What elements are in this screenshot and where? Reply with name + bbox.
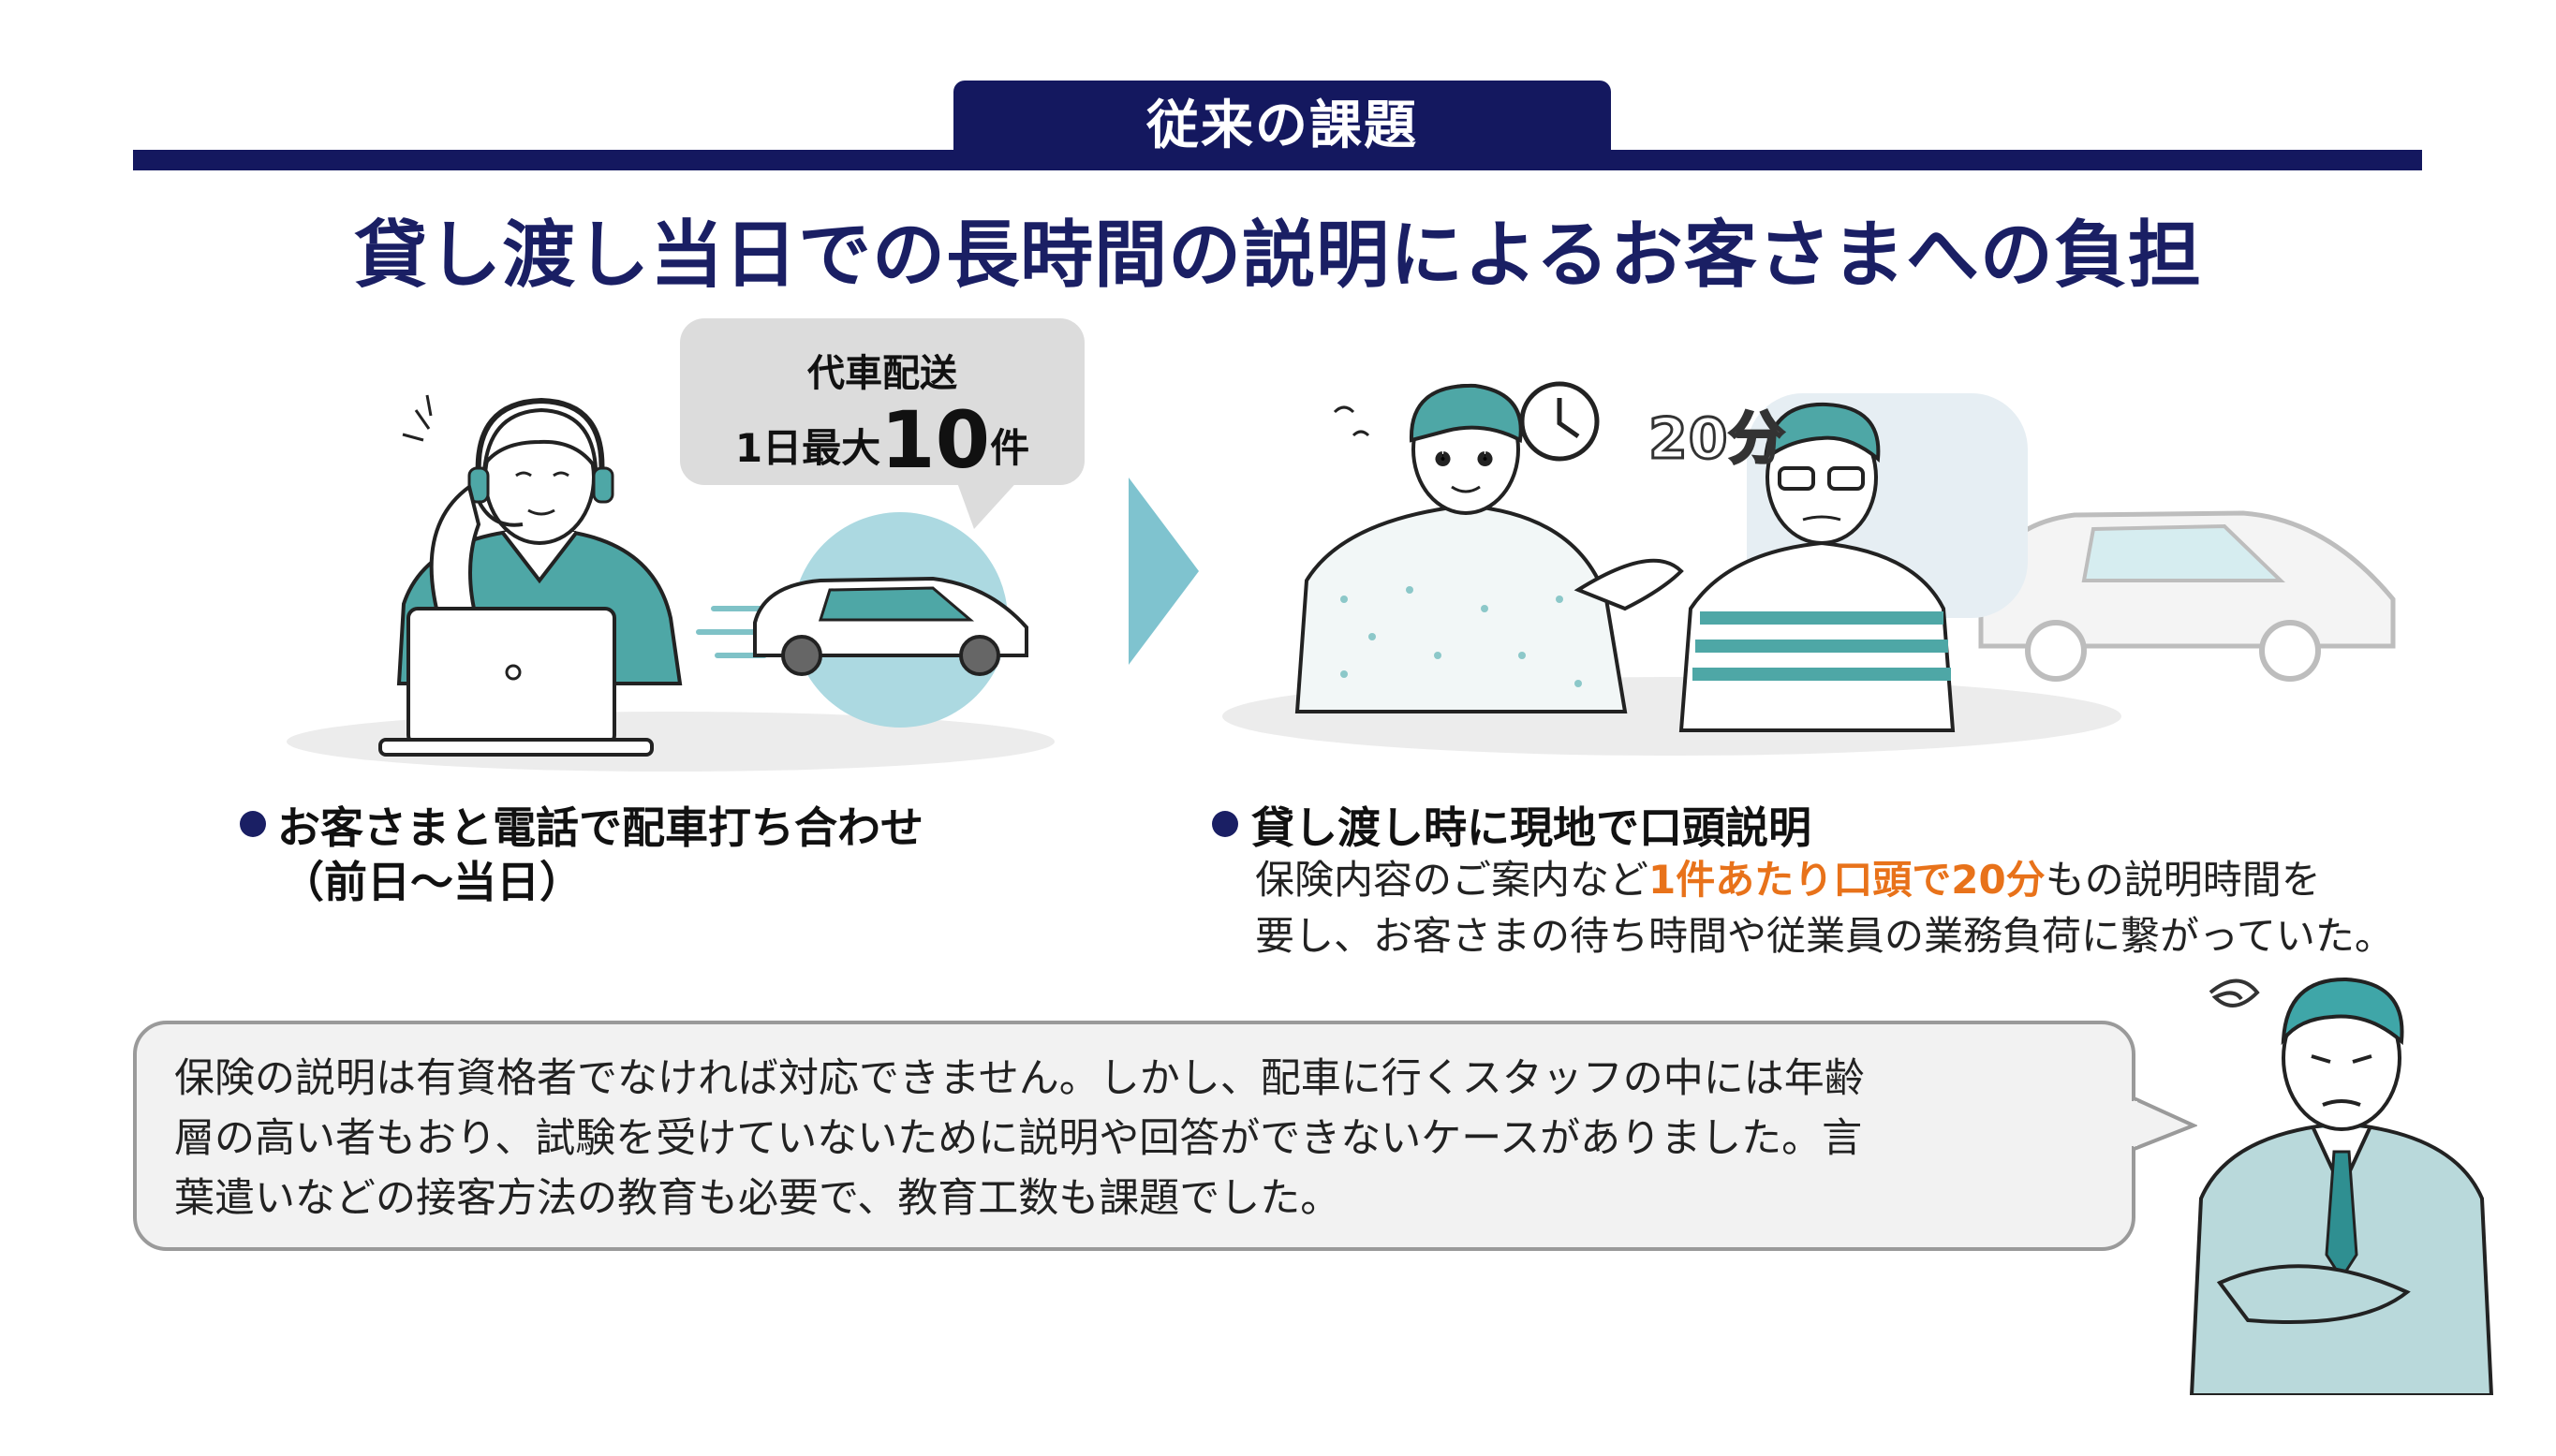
operator-illustration (287, 394, 1055, 772)
bullet-phone-timing: （前日〜当日） (281, 857, 583, 907)
bullet-dot (240, 811, 266, 837)
explanation-illustration (1222, 381, 2396, 756)
description-line1: 保険内容のご案内など1件あたり口頭で20分もの説明時間を (1255, 852, 2538, 908)
desc-part2: もの説明時間を (2045, 857, 2321, 903)
bubble-suffix: 件 (990, 425, 1030, 471)
desc-part1: 保険内容のご案内など (1255, 857, 1649, 903)
quote-tail (2132, 1097, 2197, 1153)
bubble-line1: 代車配送 (807, 352, 957, 395)
staff-quote-box: 保険の説明は有資格者でなければ対応できません。しかし、配車に行くスタッフの中には… (133, 1021, 2135, 1251)
delivery-count-bubble: 代車配送 1日最大10件 (680, 318, 1085, 485)
description-line2: 要し、お客さまの待ち時間や従業員の業務負荷に繋がっていた。 (1255, 913, 2394, 959)
section-header-tab: 従来の課題 (953, 81, 1611, 161)
quote-line1: 保険の説明は有資格者でなければ対応できません。しかし、配車に行くスタッフの中には… (174, 1055, 1865, 1102)
flow-arrow-icon (1129, 478, 1199, 665)
bubble-number: 10 (880, 394, 991, 486)
bullet-dot (1212, 811, 1238, 837)
bullet-onsite-explanation: 貸し渡し時に現地で口頭説明 (1251, 802, 1811, 853)
bullet-phone-arrangement: お客さまと電話で配車打ち合わせ (277, 802, 923, 853)
page-title: 貸し渡し当日での長時間の説明によるお客さまへの負担 (354, 213, 2202, 298)
desc-highlight: 1件あたり口頭で20分 (1648, 857, 2046, 903)
staff-person-illustration (2189, 977, 2494, 1395)
quote-line3: 葉遣いなどの接客方法の教育も必要で、教育工数も課題でした。 (174, 1175, 1341, 1222)
bubble-line2: 1日最大10件 (680, 401, 1085, 479)
duration-label: 20分 (1647, 405, 1786, 474)
quote-line2: 層の高い者もおり、試験を受けていないために説明や回答ができないケースがありました… (174, 1115, 1863, 1162)
bubble-tail (955, 478, 1021, 529)
onsite-description: 保険内容のご案内など1件あたり口頭で20分もの説明時間を 要し、お客さまの待ち時… (1255, 852, 2538, 964)
bubble-prefix: 1日最大 (734, 425, 881, 471)
